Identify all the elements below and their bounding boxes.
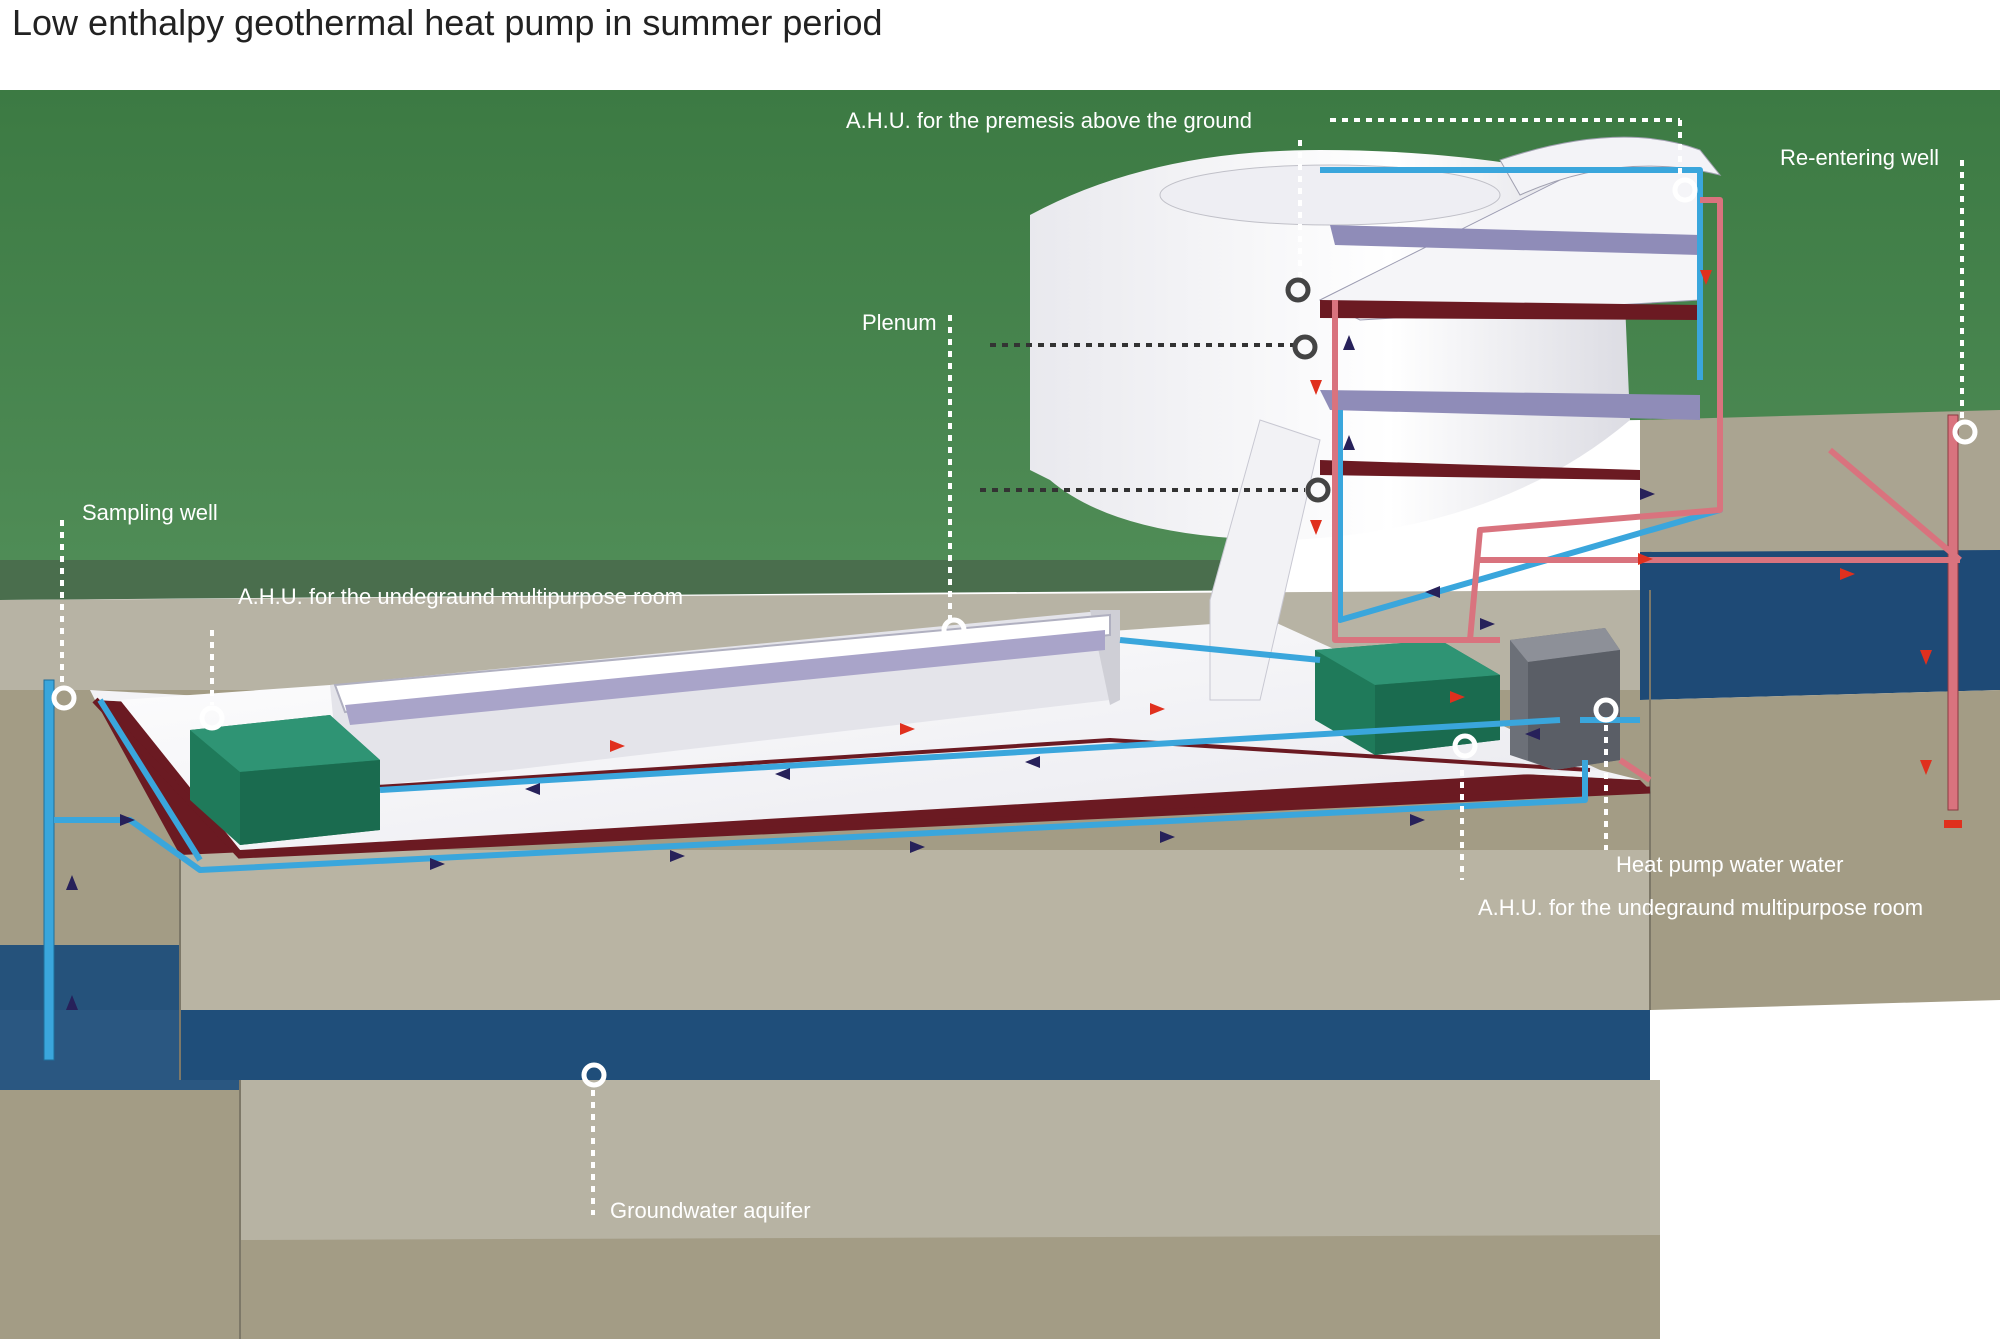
- callout-markers: [51, 177, 1978, 1088]
- building-above-ground: [1030, 136, 1722, 701]
- label-sampling-well: Sampling well: [82, 500, 218, 525]
- callout-leaders-dark: [980, 343, 1305, 492]
- label-ahu-underground-left: A.H.U. for the undegraund multipurpose r…: [238, 584, 684, 609]
- reentering-well: [1944, 414, 1962, 828]
- callout-leaders: [60, 118, 1964, 1215]
- label-heat-pump: Heat pump water water: [1616, 852, 1844, 877]
- label-reentering-well: Re-entering well: [1780, 145, 1939, 170]
- warm-flow-arrows: [610, 270, 1932, 775]
- sampling-well: [43, 679, 55, 1061]
- callout-markers-dark: [1285, 277, 1331, 503]
- cold-flow-arrows: [66, 335, 1655, 1010]
- label-groundwater-aquifer: Groundwater aquifer: [610, 1198, 811, 1223]
- label-ahu-above-ground: A.H.U. for the premesis above the ground: [846, 108, 1252, 133]
- diagram-title: Low enthalpy geothermal heat pump in sum…: [12, 2, 883, 43]
- ahu-underground-left-box: [190, 715, 380, 845]
- label-plenum: Plenum: [862, 310, 937, 335]
- cold-pipes: [54, 167, 1723, 873]
- warm-pipes: [1332, 197, 1962, 783]
- label-ahu-underground-right: A.H.U. for the undegraund multipurpose r…: [1478, 895, 1924, 920]
